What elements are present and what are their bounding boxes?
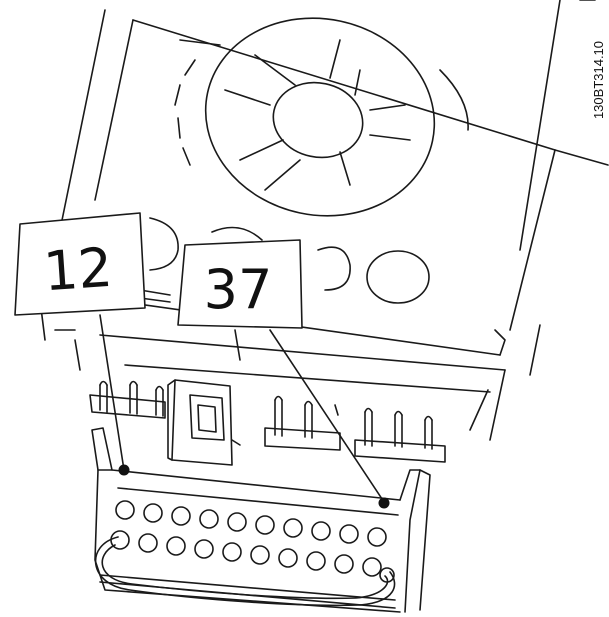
terminal-12-dot xyxy=(118,464,130,476)
pin-header-right xyxy=(354,407,446,463)
jumper-wire xyxy=(94,536,396,607)
drive-housing xyxy=(39,0,609,441)
callout-box-12: 12 xyxy=(14,212,146,316)
callout-box-37: 37 xyxy=(177,239,303,329)
pin-header-left xyxy=(89,380,166,419)
terminal-37-dot xyxy=(378,497,390,509)
terminal-screws-row-1 xyxy=(115,500,387,547)
terminal-screws-row-2 xyxy=(110,530,395,583)
indicator-leds xyxy=(139,217,430,304)
drawing-code: 130BT314.10 xyxy=(591,41,606,119)
terminal-block xyxy=(91,427,431,613)
fan-icon xyxy=(174,17,469,217)
leader-lines xyxy=(99,314,385,503)
terminal-label-12: 12 xyxy=(41,236,114,304)
pin-header-middle xyxy=(264,395,341,451)
terminal-label-37: 37 xyxy=(204,258,273,321)
connector-socket xyxy=(167,379,241,466)
